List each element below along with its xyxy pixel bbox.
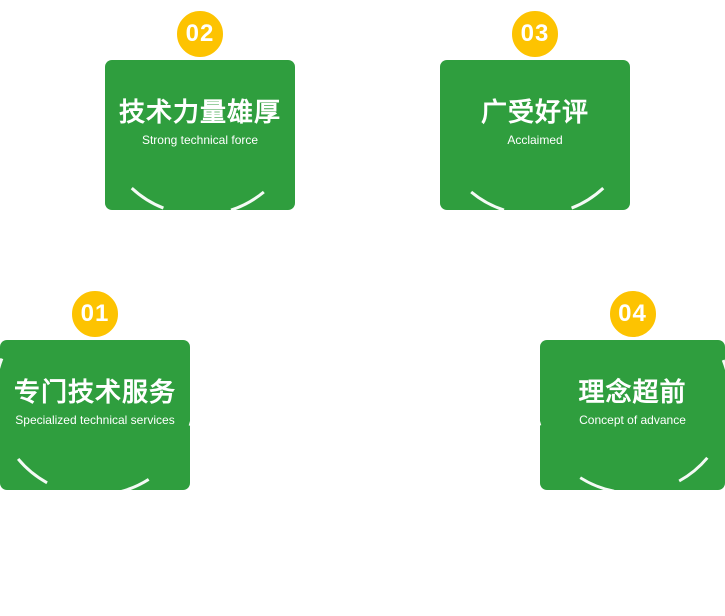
card-content: 专门技术服务 Specialized technical services [0,340,190,490]
card-subtitle: Acclaimed [507,133,563,147]
card-background [540,340,725,490]
card-background [105,60,295,210]
card-background [440,60,630,210]
card-title: 专门技术服务 [13,377,176,407]
card-title: 理念超前 [578,377,687,407]
card-subtitle: Concept of advance [579,413,686,427]
card-title: 技术力量雄厚 [118,97,281,127]
feature-card-04: 04 理念超前 Concept of advance [540,288,725,490]
number-badge: 01 [69,288,121,340]
card-subtitle: Strong technical force [141,133,259,147]
badge-number: 03 [520,20,550,47]
feature-card-03: 03 广受好评 Acclaimed [440,8,630,210]
card-content: 技术力量雄厚 Strong technical force [105,60,295,210]
card-content: 广受好评 Acclaimed [440,60,630,210]
number-badge: 03 [509,8,561,60]
number-badge: 02 [174,8,226,60]
card-content: 理念超前 Concept of advance [540,340,725,490]
feature-card-02: 02 技术力量雄厚 Strong technical force [105,8,295,210]
card-background [0,340,190,490]
card-title: 广受好评 [480,97,589,127]
number-badge: 04 [606,288,659,340]
card-subtitle: Specialized technical services [15,413,175,427]
badge-number: 02 [185,20,215,47]
badge-number: 04 [618,300,647,327]
feature-card-01: 01 专门技术服务 Specialized technical services [0,288,190,490]
badge-number: 01 [80,300,110,327]
